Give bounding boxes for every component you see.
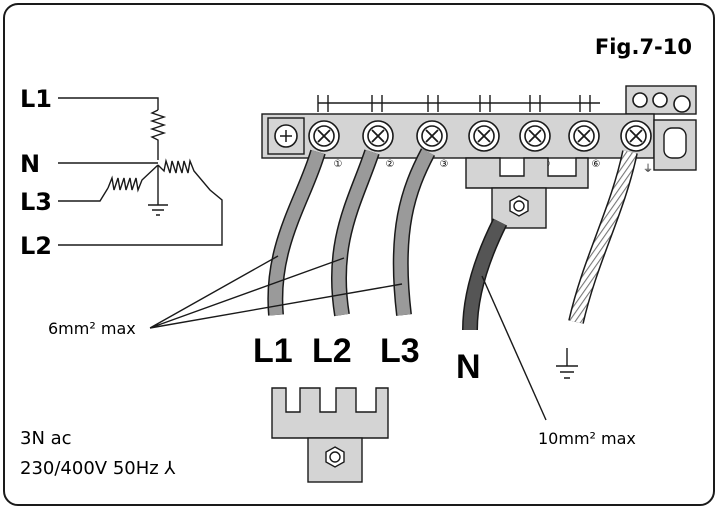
terminal-number-3: ③ xyxy=(440,159,449,170)
terminal-number-1: ① xyxy=(334,159,343,170)
wire-label-n: N xyxy=(456,348,481,386)
small-wire-spec: 6mm² max xyxy=(48,319,136,338)
supply-line-1: 3N ac xyxy=(20,428,72,449)
wire-label-l2: L2 xyxy=(312,332,352,370)
schematic-label-l2: L2 xyxy=(20,232,52,260)
terminal-block: ① ② ③ ④ ⑤ ⑥ ⏚ xyxy=(261,85,697,229)
large-wire-leader xyxy=(481,275,547,421)
earth-symbol xyxy=(556,348,578,379)
terminal-number-6: ⑥ xyxy=(592,159,601,170)
terminal-screws xyxy=(308,120,652,152)
star-schematic: L1 N L3 L2 xyxy=(20,85,223,260)
wire-label-l3: L3 xyxy=(380,332,420,370)
schematic-label-n: N xyxy=(20,150,40,178)
loose-bridge-link xyxy=(271,387,389,483)
bridge-link xyxy=(465,157,589,189)
wire-label-l1: L1 xyxy=(253,332,293,370)
large-wire-spec: 10mm² max xyxy=(538,429,636,448)
small-wire-leader xyxy=(149,255,403,329)
terminal-number-earth: ⏚ xyxy=(643,163,653,175)
figure-title: Fig.7-10 xyxy=(595,35,692,59)
wires xyxy=(267,148,638,331)
supply-line-2: 230/400V 50Hz ⅄ xyxy=(20,458,176,479)
terminal-number-2: ② xyxy=(386,159,395,170)
schematic-label-l3: L3 xyxy=(20,188,52,216)
schematic-label-l1: L1 xyxy=(20,85,52,113)
